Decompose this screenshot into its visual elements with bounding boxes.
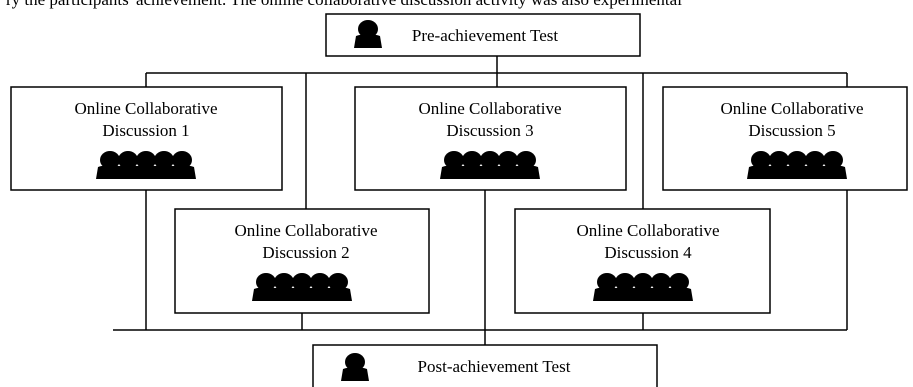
discussion-3-line1: Online Collaborative (418, 99, 561, 118)
discussion-1-line1: Online Collaborative (74, 99, 217, 118)
header-fragment: ry the participants' achievement. The on… (6, 0, 682, 9)
pre-test-label: Pre-achievement Test (412, 26, 559, 45)
group-icon (252, 273, 352, 301)
group-icon (593, 273, 693, 301)
discussion-box-2: Online Collaborative Discussion 2 (174, 208, 430, 314)
discussion-4-line2: Discussion 4 (604, 243, 692, 262)
discussion-2-line1: Online Collaborative (234, 221, 377, 240)
discussion-box-3: Online Collaborative Discussion 3 (354, 86, 627, 191)
connector-lines (113, 56, 848, 345)
post-test-label: Post-achievement Test (418, 357, 571, 376)
post-achievement-test-box: Post-achievement Test (312, 344, 658, 387)
discussion-5-line1: Online Collaborative (720, 99, 863, 118)
discussion-1-line2: Discussion 1 (102, 121, 189, 140)
discussion-4-line1: Online Collaborative (576, 221, 719, 240)
group-icon (96, 151, 196, 179)
discussion-box-1: Online Collaborative Discussion 1 (10, 86, 283, 191)
discussion-3-line2: Discussion 3 (446, 121, 533, 140)
discussion-2-line2: Discussion 2 (262, 243, 349, 262)
discussion-5-line2: Discussion 5 (748, 121, 835, 140)
group-icon (747, 151, 847, 179)
pre-achievement-test-box: Pre-achievement Test (325, 13, 641, 57)
discussion-box-4: Online Collaborative Discussion 4 (514, 208, 771, 314)
discussion-box-5: Online Collaborative Discussion 5 (662, 86, 908, 191)
group-icon (440, 151, 540, 179)
